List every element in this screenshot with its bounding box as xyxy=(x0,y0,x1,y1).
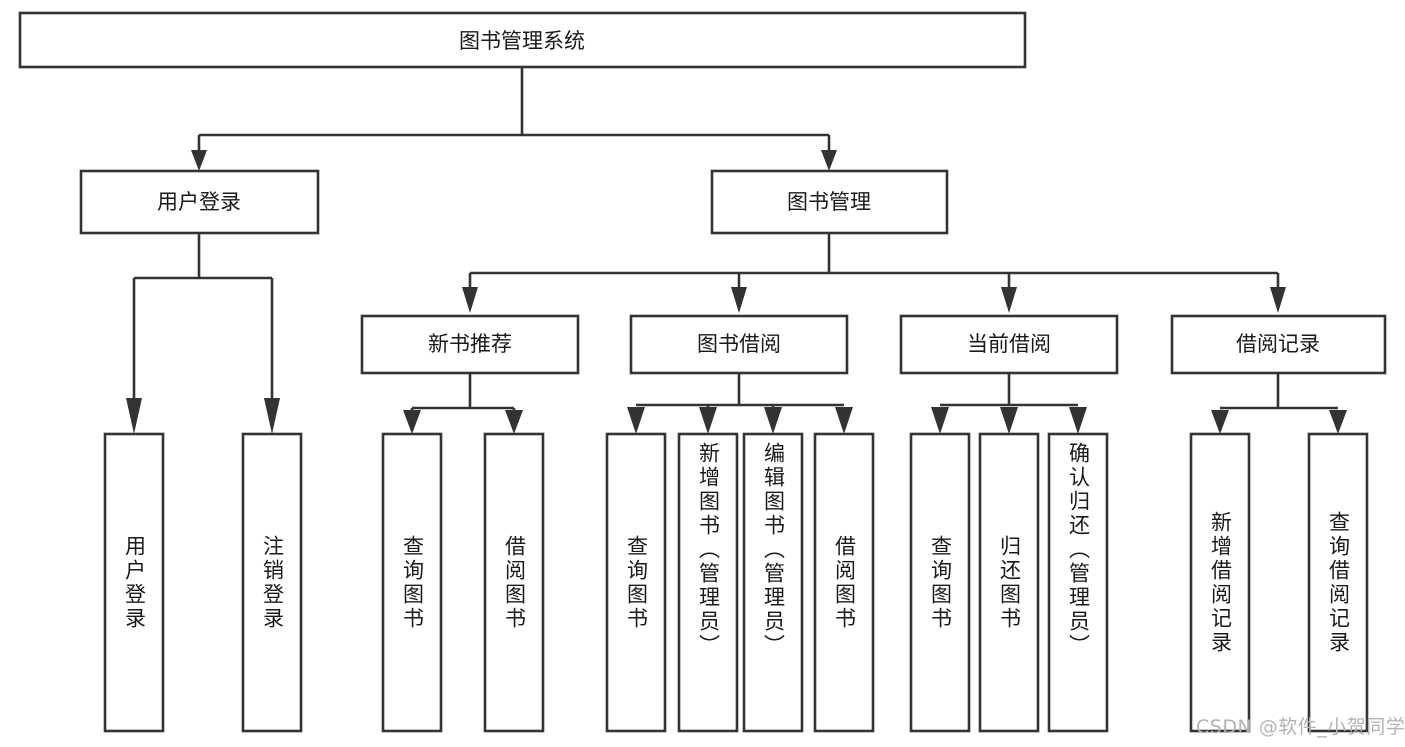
arrow-head-userlogin xyxy=(191,150,207,171)
node-borrow-record[interactable]: 借阅记录 xyxy=(1170,314,1387,375)
leaf-box-group xyxy=(103,432,1369,733)
leaf-box-user-login[interactable] xyxy=(103,432,165,733)
root-label: 图书管理系统 xyxy=(459,29,585,53)
arrow-head-leaf-logout xyxy=(264,398,280,434)
leaf-box-add-book-admin[interactable] xyxy=(677,432,739,733)
arrow-head-bookborrow xyxy=(731,287,747,313)
arrow-head-leaf-cb-2 xyxy=(1000,407,1018,434)
arrow-head-leaf-cb-1 xyxy=(931,407,949,434)
leaf-box-borrow-book-nb[interactable] xyxy=(483,432,545,733)
leaf-box-logout[interactable] xyxy=(241,432,303,733)
book-management-label: 图书管理 xyxy=(787,190,871,214)
arrow-head-leaf-bb-2 xyxy=(699,407,717,434)
arrow-head-bookmgmt xyxy=(821,150,837,171)
leaf-box-return-book[interactable] xyxy=(978,432,1040,733)
node-new-book-recommend[interactable]: 新书推荐 xyxy=(360,314,580,375)
leaf-box-borrow-book-bb[interactable] xyxy=(813,432,875,733)
user-login-box[interactable] xyxy=(79,169,320,235)
user-login-label: 用户登录 xyxy=(157,190,241,214)
arrow-head-leaf-bb-4 xyxy=(835,407,853,434)
connector-group xyxy=(126,67,1347,434)
current-borrow-box[interactable] xyxy=(899,314,1119,375)
arrow-head-leaf-newbook-1 xyxy=(403,410,421,434)
node-book-management[interactable]: 图书管理 xyxy=(710,169,949,235)
leaf-box-edit-book-admin[interactable] xyxy=(742,432,804,733)
leaf-box-add-borrow-record[interactable] xyxy=(1189,432,1251,733)
arrow-head-currentborrow xyxy=(1001,287,1017,313)
arrow-head-leaf-user-login xyxy=(126,398,142,434)
new-book-recommend-box[interactable] xyxy=(360,314,580,375)
leaf-box-query-book-nb[interactable] xyxy=(381,432,443,733)
book-borrow-box[interactable] xyxy=(629,314,849,375)
arrow-head-leaf-cb-3 xyxy=(1069,407,1087,434)
book-borrow-label: 图书借阅 xyxy=(697,332,781,356)
leaf-box-query-book-cb[interactable] xyxy=(909,432,971,733)
arrow-head-leaf-bb-1 xyxy=(627,407,645,434)
node-root-book-management-system[interactable]: 图书管理系统 xyxy=(18,11,1027,69)
leaf-box-query-book-bb[interactable] xyxy=(605,432,667,733)
borrow-record-label: 借阅记录 xyxy=(1236,332,1320,356)
leaf-box-confirm-return-admin[interactable] xyxy=(1047,432,1109,733)
arrow-head-newbook xyxy=(462,287,478,313)
new-book-recommend-label: 新书推荐 xyxy=(428,332,512,356)
book-management-box[interactable] xyxy=(710,169,949,235)
arrow-head-borrowrecord xyxy=(1270,287,1286,313)
csdn-watermark: CSDN @软件_小贺同学 xyxy=(1196,716,1405,738)
arrow-head-leaf-bb-3 xyxy=(764,407,782,434)
node-current-borrow[interactable]: 当前借阅 xyxy=(899,314,1119,375)
arrow-head-leaf-br-2 xyxy=(1329,410,1347,434)
current-borrow-label: 当前借阅 xyxy=(967,332,1051,356)
leaf-box-query-borrow-record[interactable] xyxy=(1307,432,1369,733)
arrow-head-leaf-newbook-2 xyxy=(505,410,523,434)
arrow-head-leaf-br-1 xyxy=(1211,410,1229,434)
node-user-login[interactable]: 用户登录 xyxy=(79,169,320,235)
node-book-borrow[interactable]: 图书借阅 xyxy=(629,314,849,375)
root-box[interactable] xyxy=(18,11,1027,69)
borrow-record-box[interactable] xyxy=(1170,314,1387,375)
